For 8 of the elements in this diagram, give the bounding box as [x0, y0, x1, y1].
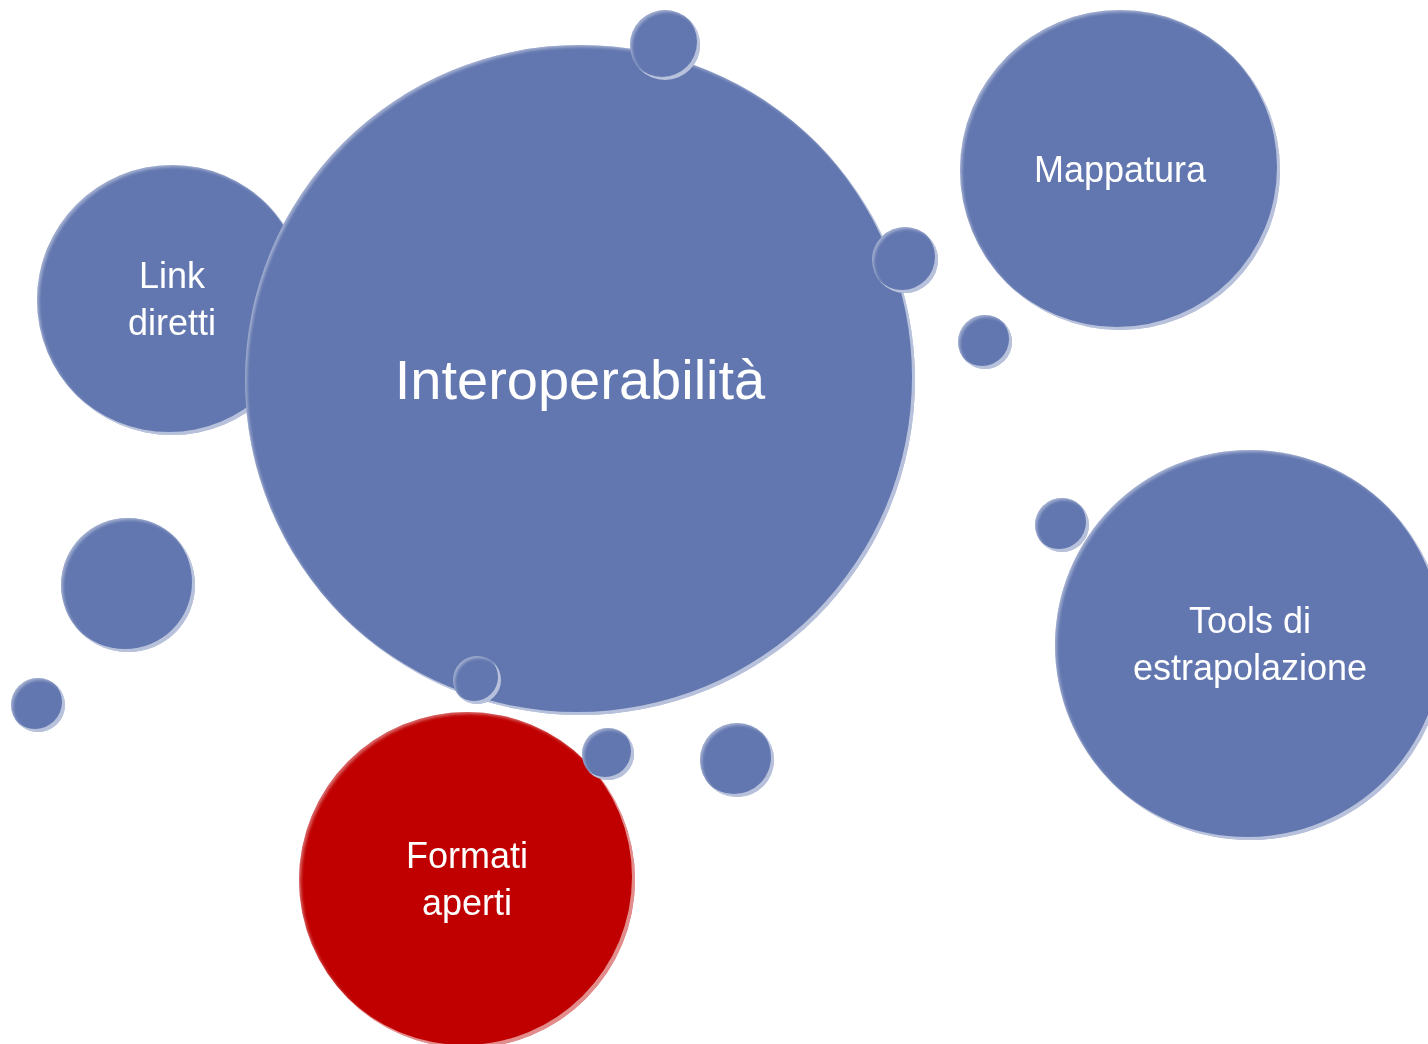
bubble-label: Tools di estrapolazione: [1131, 599, 1369, 690]
small-bubble: [1035, 498, 1089, 552]
bubble-label: Formati aperti: [405, 834, 529, 925]
bubble-label: Mappatura: [1033, 147, 1207, 192]
bubble-label: Interoperabilità: [394, 346, 766, 413]
bubble-label: Link diretti: [127, 254, 217, 345]
small-bubble: [11, 678, 65, 732]
small-bubble: [958, 315, 1012, 369]
